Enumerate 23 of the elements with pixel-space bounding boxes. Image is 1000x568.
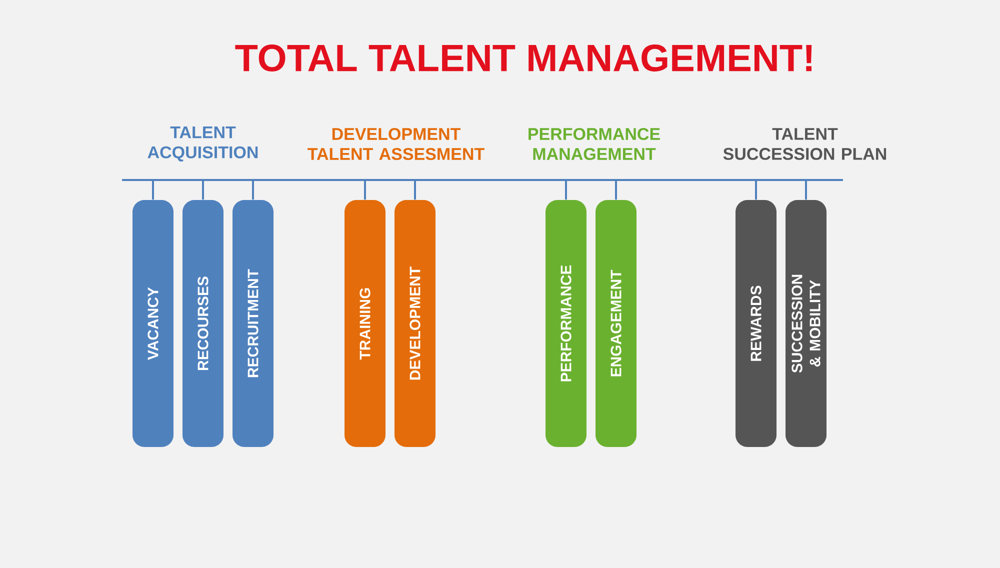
category-pill: REWARDS <box>736 200 776 447</box>
connector-line <box>252 180 254 200</box>
title: TOTAL TALENT MANAGEMENT! <box>235 44 812 72</box>
connector-line <box>364 180 366 200</box>
category-pill: RECOURSES <box>182 200 224 447</box>
group-heading: DEVELOPMENT TALENT ASSESMENT <box>308 128 484 160</box>
connector-line <box>805 180 807 200</box>
category-pill: SUCCESSION & MOBILITY <box>786 200 826 447</box>
category-pill: DEVELOPMENT <box>394 200 436 447</box>
group-heading: PERFORMANCE MANAGEMENT <box>528 128 660 160</box>
category-pill: ENGAGEMENT <box>596 200 636 447</box>
group-heading: TALENT ACQUISITION <box>148 126 258 162</box>
connector-line <box>755 180 758 200</box>
connector-line <box>565 180 567 200</box>
group-heading: TALENT SUCCESSION PLAN <box>723 128 886 160</box>
connector-line <box>202 180 204 200</box>
category-pill: TRAINING <box>344 200 386 447</box>
category-pill: VACANCY <box>132 200 174 447</box>
connector-line <box>152 180 154 200</box>
category-pill: RECRUITMENT <box>232 200 274 447</box>
connector-line <box>414 180 416 200</box>
category-pill: PERFORMANCE <box>546 200 586 447</box>
connector-line <box>615 180 617 200</box>
